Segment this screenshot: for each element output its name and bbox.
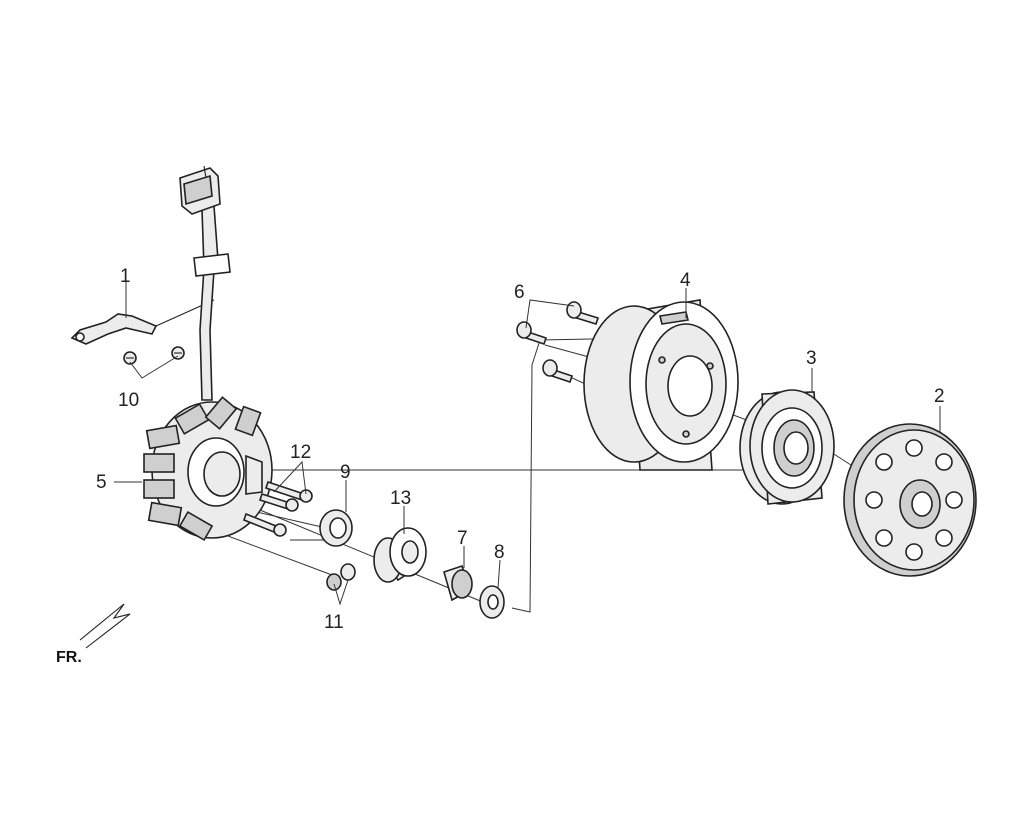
callout-3: 3 <box>806 348 817 369</box>
bracket-screws <box>123 346 185 365</box>
callout-13: 13 <box>390 488 411 509</box>
flange-nut <box>443 564 473 602</box>
dowel-pins <box>326 563 356 591</box>
callout-11: 11 <box>324 612 344 633</box>
oil-seal <box>319 509 353 547</box>
callout-6: 6 <box>514 282 525 303</box>
callout-5: 5 <box>96 472 107 493</box>
front-direction-marker: FR. <box>56 603 131 666</box>
callout-2: 2 <box>934 386 945 407</box>
stator-coil <box>143 396 273 542</box>
wire-clamp-bracket <box>70 299 215 345</box>
callout-1: 1 <box>120 266 131 287</box>
callout-7: 7 <box>457 528 468 549</box>
callout-10: 10 <box>118 390 139 411</box>
washer <box>479 585 505 619</box>
starter-driven-gear <box>843 423 977 577</box>
callouts: 1 10 5 12 9 11 13 7 8 6 4 3 2 <box>96 266 945 633</box>
callout-4: 4 <box>680 270 691 291</box>
starter-clutch <box>739 389 835 505</box>
stator-screws <box>243 480 313 537</box>
flywheel-rotor <box>583 299 739 471</box>
ball-bearing <box>373 527 427 583</box>
callout-8: 8 <box>494 542 505 563</box>
callout-9: 9 <box>340 462 351 483</box>
front-marker-label: FR. <box>56 649 82 666</box>
callout-12: 12 <box>290 442 311 463</box>
wire-harness <box>179 165 231 401</box>
